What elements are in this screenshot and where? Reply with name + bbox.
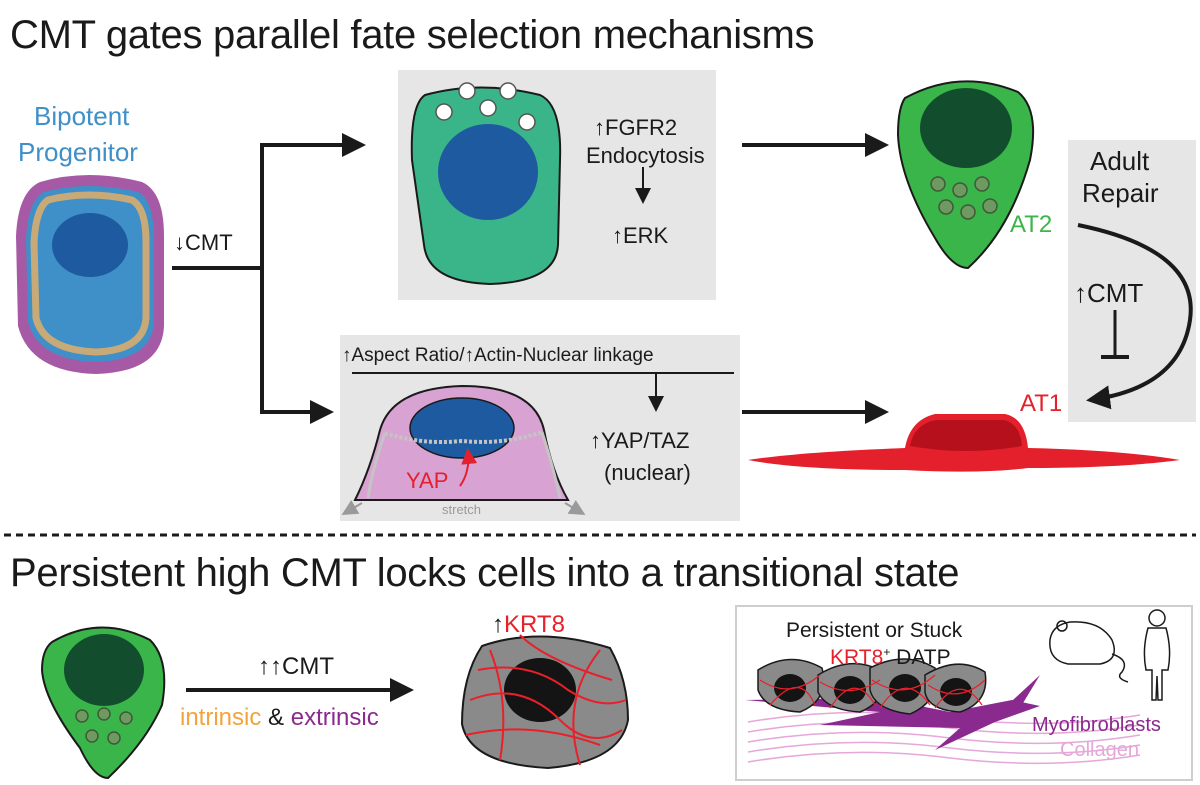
adult-repair-label-2: Repair (1082, 178, 1159, 208)
datp-panel (735, 605, 1193, 781)
yap-taz-label: ↑YAP/TAZ (590, 428, 690, 453)
extrinsic-label: extrinsic (290, 704, 379, 731)
progenitor-label-1: Bipotent (34, 101, 130, 131)
krt8-cell (460, 634, 630, 770)
aspect-ratio-label: ↑Aspect Ratio/↑Actin-Nuclear linkage (342, 345, 654, 366)
at1-cell (748, 414, 1180, 472)
persistent-label: Persistent or Stuck (786, 619, 963, 642)
krt8-up-label: ↑KRT8 (492, 611, 565, 638)
erk-label: ↑ERK (612, 223, 669, 248)
cmt-up-label: ↑CMT (1074, 278, 1144, 308)
intrinsic-label: intrinsic (180, 704, 262, 731)
myofibroblasts-label: Myofibroblasts (1032, 714, 1161, 736)
top-title: CMT gates parallel fate selection mechan… (10, 13, 815, 57)
datp-label: KRT8+ DATP (830, 645, 951, 669)
yap-cell (341, 384, 586, 516)
endocytosis-cell (410, 82, 562, 286)
progenitor-cell (16, 175, 164, 374)
adult-repair-panel (1068, 140, 1196, 422)
endocytosis-label: Endocytosis (586, 143, 705, 168)
at2-label: AT2 (1010, 211, 1053, 238)
cmt-down-label: ↓CMT (174, 230, 233, 255)
stretch-label: stretch (442, 502, 482, 517)
bottom-at2-cell (40, 626, 166, 780)
double-cmt-label: ↑↑CMT (258, 653, 334, 680)
human-icon (1143, 609, 1171, 701)
adult-repair-label-1: Adult (1090, 146, 1150, 176)
fgfr2-label: ↑FGFR2 (594, 115, 678, 140)
yap-label: YAP (406, 468, 449, 493)
nuclear-label: (nuclear) (604, 460, 691, 485)
at1-label: AT1 (1020, 390, 1063, 417)
bottom-title: Persistent high CMT locks cells into a t… (10, 551, 960, 595)
progenitor-label-2: Progenitor (18, 137, 138, 167)
at2-cell (896, 80, 1035, 270)
datp-illustration (745, 609, 1171, 765)
collagen-label: Collagen (1060, 739, 1139, 761)
mouse-icon (1049, 620, 1129, 683)
intrinsic-extrinsic-label: intrinsic & extrinsic (180, 704, 379, 731)
